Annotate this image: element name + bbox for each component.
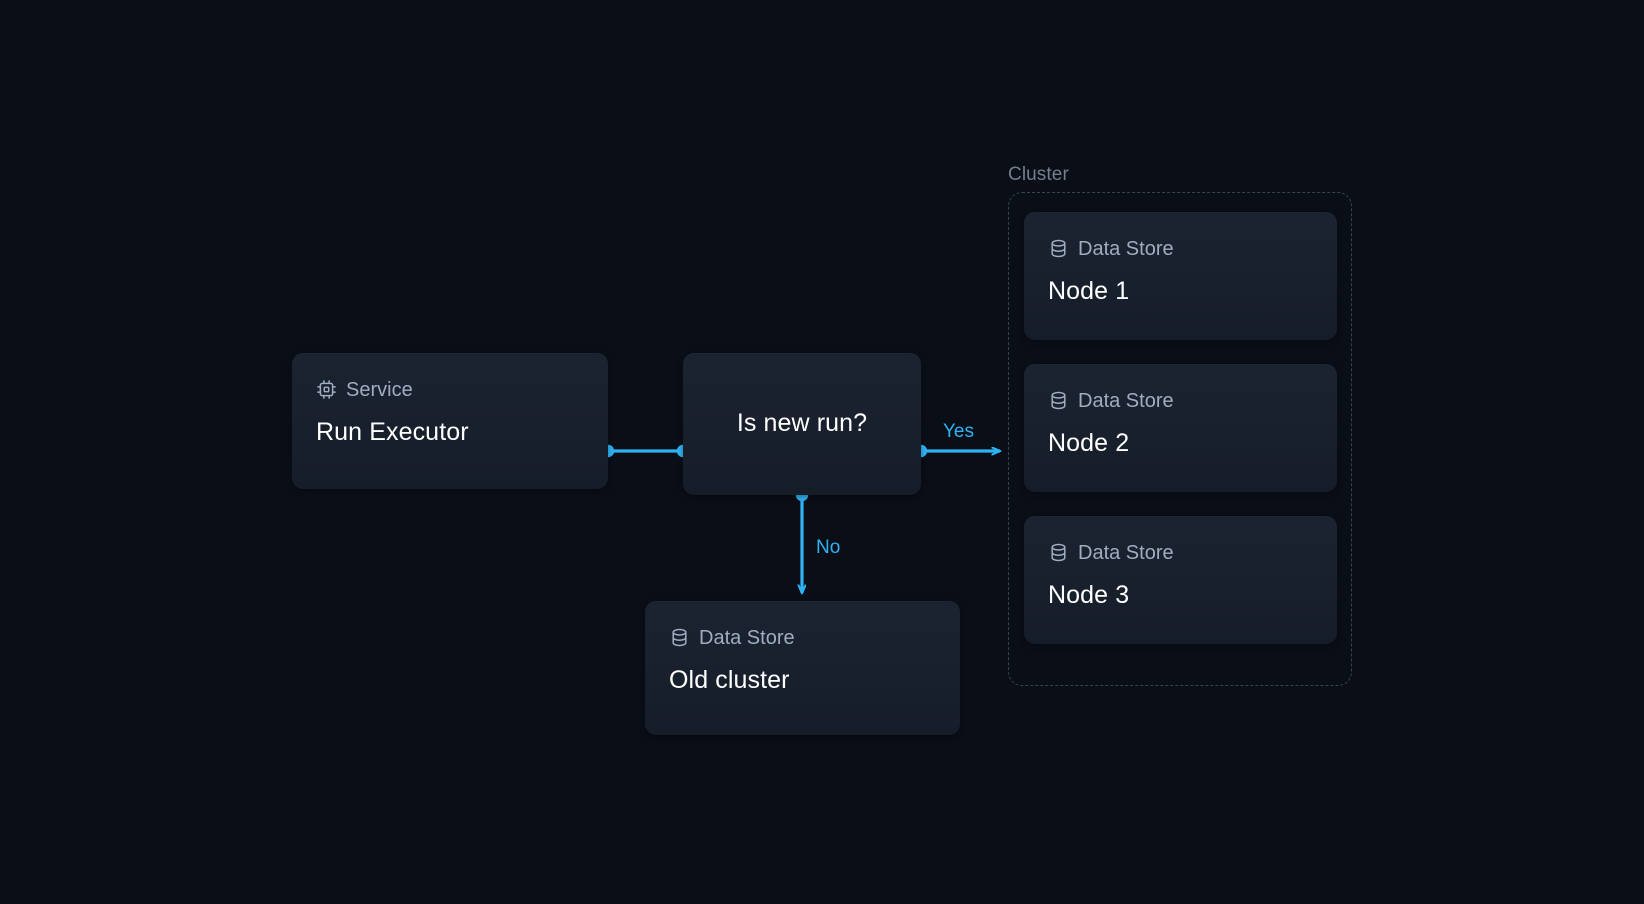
node-type-row: Service (316, 379, 584, 400)
node-type-label: Data Store (1078, 389, 1174, 412)
node-type-label: Service (346, 378, 413, 401)
node-type-row: Data Store (1048, 390, 1313, 411)
node-name: Node 1 (1048, 277, 1130, 305)
node-type-row: Data Store (669, 627, 936, 648)
database-icon (669, 627, 690, 648)
node-name: Node 3 (1048, 581, 1130, 609)
edge-executor-to-decision (601, 444, 690, 458)
node-run-executor[interactable]: Service Run Executor (292, 353, 608, 489)
edge-decision-yes (914, 444, 1000, 458)
node-node-2[interactable]: Data Store Node 2 (1024, 364, 1337, 492)
edge-label-yes: Yes (943, 421, 974, 442)
node-name: Old cluster (669, 666, 790, 694)
node-name: Node 2 (1048, 429, 1130, 457)
node-type-label: Data Store (1078, 237, 1174, 260)
cluster-group-label: Cluster (1008, 164, 1069, 185)
edge-decision-no (795, 488, 809, 593)
database-icon (1048, 542, 1069, 563)
node-old-cluster[interactable]: Data Store Old cluster (645, 601, 960, 735)
node-type-label: Data Store (699, 626, 795, 649)
database-icon (1048, 390, 1069, 411)
node-type-row: Data Store (1048, 542, 1313, 563)
node-node-3[interactable]: Data Store Node 3 (1024, 516, 1337, 644)
cpu-icon (316, 379, 337, 400)
node-is-new-run[interactable]: Is new run? (683, 353, 921, 495)
node-node-1[interactable]: Data Store Node 1 (1024, 212, 1337, 340)
cluster-group (1008, 192, 1352, 686)
node-type-row: Data Store (1048, 238, 1313, 259)
node-name: Run Executor (316, 418, 469, 446)
node-type-label: Data Store (1078, 541, 1174, 564)
database-icon (1048, 238, 1069, 259)
node-name: Is new run? (736, 409, 868, 438)
edge-label-no: No (816, 537, 841, 558)
